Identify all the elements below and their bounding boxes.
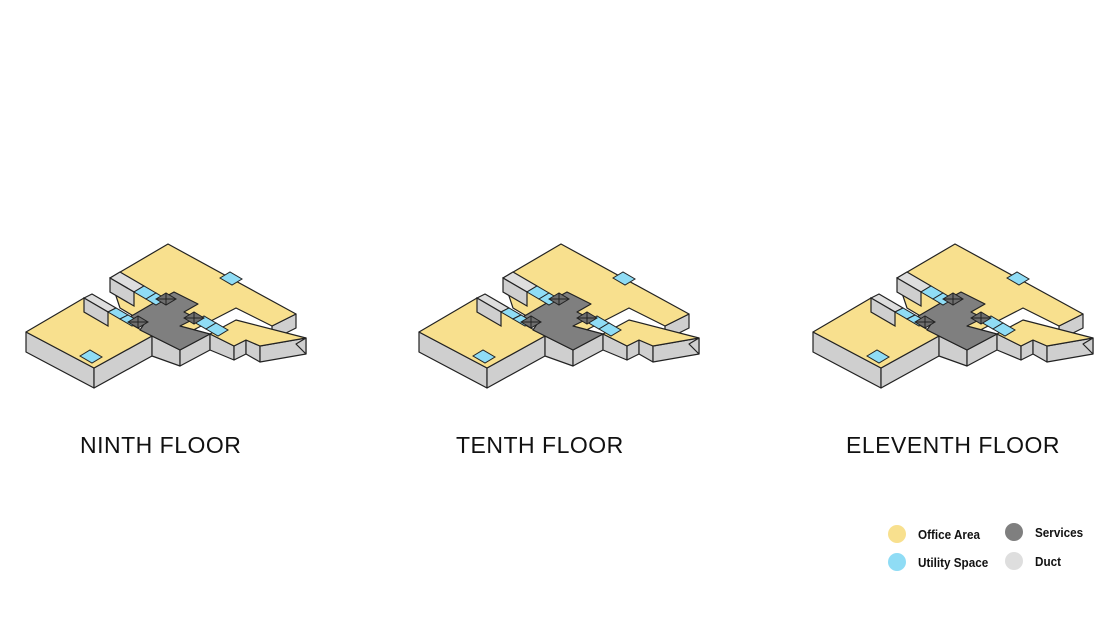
services-swatch <box>1005 523 1023 541</box>
legend-item-duct: Duct <box>1005 552 1064 570</box>
office-area-right-lower <box>209 319 307 347</box>
office-area-right-lower <box>996 319 1094 347</box>
services-core <box>127 291 211 351</box>
slab-top <box>25 243 307 369</box>
floor-plan-eleventh <box>811 236 1111 406</box>
lift-shafts <box>520 292 598 329</box>
upper-wing-walls <box>870 276 922 328</box>
floor-label-ninth: NINTH FLOOR <box>80 432 242 458</box>
office-area-swatch <box>888 525 906 543</box>
upper-wing-walls <box>476 276 528 328</box>
floor-plan-tenth <box>417 236 717 406</box>
utility-space-swatch <box>888 553 906 571</box>
services-core <box>520 291 604 351</box>
legend-item-office-area: Office Area <box>888 525 987 543</box>
legend-item-services: Services <box>1005 523 1089 541</box>
slab-top <box>812 243 1094 369</box>
slab-side-walls <box>25 313 307 389</box>
legend-label-office-area: Office Area <box>918 526 981 542</box>
duct-swatch <box>1005 552 1023 570</box>
legend-label-utility-space: Utility Space <box>918 554 989 570</box>
legend-item-utility-space: Utility Space <box>888 553 996 571</box>
floor-plan-ninth <box>24 236 324 406</box>
services-core <box>914 291 998 351</box>
office-area-right-lower <box>602 319 700 347</box>
floor-label-tenth: TENTH FLOOR <box>456 432 624 458</box>
floor-label-eleventh: ELEVENTH FLOOR <box>846 432 1061 458</box>
legend-label-services: Services <box>1035 524 1084 540</box>
lift-shafts <box>914 292 992 329</box>
legend: Office Area Services Utility Space Duct <box>884 521 1104 581</box>
upper-wing-walls <box>83 276 135 328</box>
slab-top <box>418 243 700 369</box>
lift-shafts <box>127 292 205 329</box>
slab-side-walls <box>418 313 700 389</box>
legend-label-duct: Duct <box>1035 553 1062 569</box>
